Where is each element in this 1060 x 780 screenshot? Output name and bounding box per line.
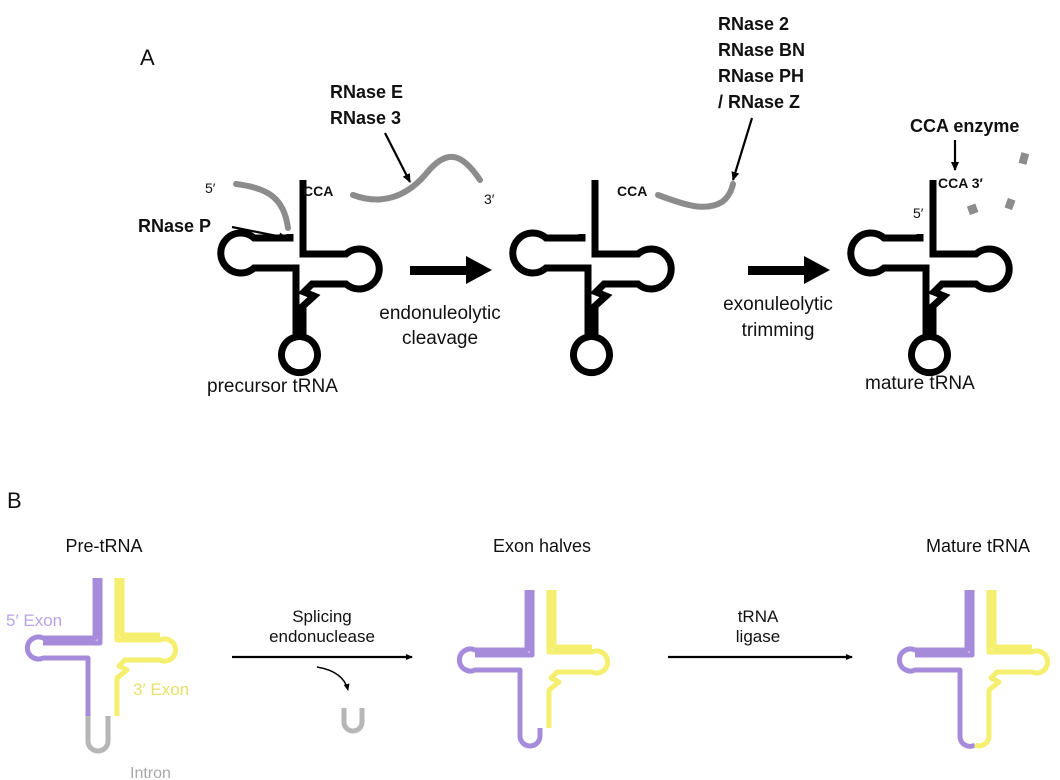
enzyme-rnase-p: RNase P: [138, 216, 211, 236]
mature-5prime: 5′: [913, 205, 924, 221]
enzyme-rnase-e: RNase E: [330, 82, 403, 102]
precursor-5prime: 5′: [205, 180, 216, 196]
mature-b-title: Mature tRNA: [926, 536, 1030, 556]
excised-intron: [341, 708, 365, 734]
step2-arrow: [748, 256, 830, 284]
panel-b: B Pre-tRNA 5′ Exon 3′ Exon Intron Splici…: [6, 488, 1048, 780]
intron-release-arrow: [316, 666, 350, 691]
panel-a: A RNase E RNase 3 RNase 2 RNase BN RNase…: [138, 14, 1030, 397]
enzyme-cca: CCA enzyme: [910, 116, 1019, 136]
step-b1-line2: endonuclease: [269, 627, 375, 646]
exon3-label: 3′ Exon: [133, 680, 189, 699]
step1-arrow: [410, 256, 492, 284]
enzyme-rnase-2: RNase 2: [718, 14, 789, 34]
intermediate-trna: [513, 180, 671, 373]
mature-b-diagram: [899, 590, 1047, 728]
step1-label-line1: endonuleolytic: [379, 303, 500, 324]
mature-cca-3prime: CCA 3′: [938, 175, 983, 191]
exon-halves-anticodon: [517, 728, 543, 749]
enzyme-rnase-bn: RNase BN: [718, 40, 805, 60]
precursor-trna: [221, 180, 379, 373]
step-b2-line2: ligase: [736, 627, 780, 646]
pre-trna-intron: [85, 716, 111, 754]
enzyme-rnase-3: RNase 3: [330, 108, 401, 128]
exon5-label: 5′ Exon: [6, 611, 62, 630]
mature-caption: mature tRNA: [865, 373, 975, 394]
panel-b-label: B: [7, 488, 22, 513]
exon-halves-title: Exon halves: [493, 536, 591, 556]
intermediate-trailer: [655, 181, 736, 210]
released-nucleotides: [966, 152, 1030, 216]
rnase-e-arrow: [384, 132, 411, 183]
step1-label-line2: cleavage: [402, 328, 478, 349]
mature-trna: [851, 180, 1009, 373]
precursor-cca: CCA: [303, 183, 333, 199]
step2-label-line1: exonuleolytic: [723, 294, 833, 315]
step-b2-line1: tRNA: [738, 607, 779, 626]
intron-label: Intron: [130, 765, 171, 780]
panel-a-label: A: [140, 45, 155, 70]
pre-trna-title: Pre-tRNA: [65, 536, 142, 556]
leader-5prime: [233, 181, 291, 231]
exon-halves-diagram: [459, 590, 607, 728]
rnase-p-arrow: [231, 225, 288, 241]
mature-b-anticodon-purple: [957, 728, 977, 749]
step2-label-line2: trimming: [742, 320, 815, 341]
rnase-trim-arrow: [731, 117, 754, 181]
precursor-3prime: 3′: [484, 191, 495, 207]
enzyme-rnase-z: / RNase Z: [718, 92, 800, 112]
intermediate-cca: CCA: [617, 183, 647, 199]
precursor-caption: precursor tRNA: [207, 376, 338, 397]
trailer-3prime: [350, 153, 483, 203]
enzyme-rnase-ph: RNase PH: [718, 66, 804, 86]
mature-b-anticodon-yellow: [974, 728, 992, 749]
step-b1-line1: Splicing: [292, 607, 352, 626]
